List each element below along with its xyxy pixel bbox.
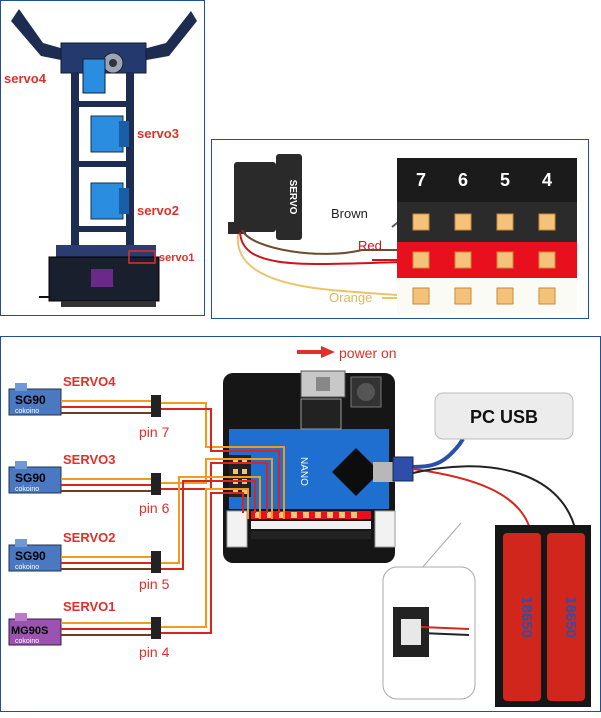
wiring-diagram-panel: power on NANO — [0, 336, 601, 712]
servo4-label: servo4 — [4, 71, 47, 86]
servo-body-text: SERVO — [287, 180, 298, 215]
servo1-model: MG90S — [11, 625, 48, 637]
servo2-brand: cokoino — [15, 564, 39, 571]
power-on-label: power on — [339, 345, 397, 361]
battery-label-2: 18650 — [562, 596, 579, 638]
servo2-model: SG90 — [15, 549, 46, 563]
header-number-6: 6 — [458, 170, 468, 190]
servo3-pin: pin 6 — [139, 500, 170, 516]
battery-holder: 18650 18650 — [495, 525, 591, 707]
robot-arm-panel: servo4 servo3 servo2 servo1 — [0, 0, 205, 316]
servo2-title: SERVO2 — [63, 530, 116, 545]
servo-body — [234, 162, 276, 232]
wire-label-red: Red — [358, 238, 382, 253]
servo4-unit: SG90 cokoino SERVO4 pin 7 — [8, 374, 170, 440]
header-number-4: 4 — [542, 170, 552, 190]
servo3-unit: SG90 cokoino SERVO3 pin 6 — [8, 452, 170, 516]
servo3-label: servo3 — [137, 126, 179, 141]
robot-arm-illustration: servo4 servo3 servo2 servo1 — [4, 9, 197, 307]
board-label: NANO — [298, 457, 309, 486]
servo3-brand: cokoino — [15, 486, 39, 493]
header-number-7: 7 — [416, 170, 426, 190]
header-number-row — [397, 158, 577, 202]
servo4-brand: cokoino — [15, 408, 39, 415]
nano-board: NANO — [223, 370, 396, 563]
servo2-label: servo2 — [137, 203, 179, 218]
pc-usb-box: PC USB — [434, 392, 574, 440]
header-number-5: 5 — [500, 170, 510, 190]
servo-wiring-panel: SERVO Brown Red Orange 7 6 5 4 — [211, 139, 589, 319]
wire-label-brown: Brown — [331, 206, 368, 221]
servo1-pin: pin 4 — [139, 644, 170, 660]
servo1-brand: cokoino — [15, 638, 39, 645]
servo1-title: SERVO1 — [63, 599, 116, 614]
servo4-pin: pin 7 — [139, 424, 170, 440]
servo3-title: SERVO3 — [63, 452, 116, 467]
battery-label-1: 18650 — [518, 596, 535, 638]
servo3-model: SG90 — [15, 471, 46, 485]
servo-wiring-illustration: SERVO Brown Red Orange 7 6 5 4 — [228, 154, 577, 314]
servo1-unit: MG90S cokoino SERVO1 pin 4 — [8, 599, 170, 660]
servo2-unit: SG90 cokoino SERVO2 pin 5 — [8, 530, 170, 592]
servo2-pin: pin 5 — [139, 576, 170, 592]
wiring-diagram: power on NANO — [8, 345, 591, 707]
servo1-label: servo1 — [159, 252, 194, 264]
servo4-model: SG90 — [15, 393, 46, 407]
pc-usb-label: PC USB — [470, 407, 538, 427]
wire-label-orange: Orange — [329, 290, 372, 305]
servo4-title: SERVO4 — [63, 374, 116, 389]
